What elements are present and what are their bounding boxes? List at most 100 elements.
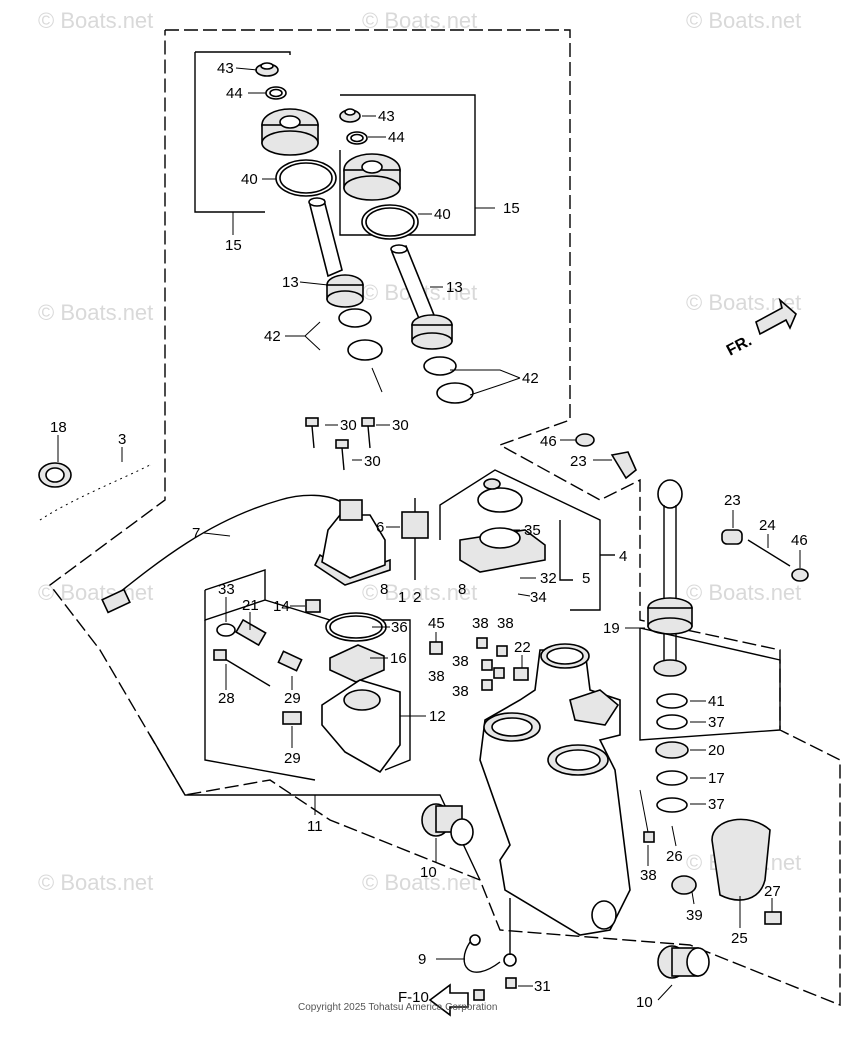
callout: 14 [273,598,290,615]
callout: 10 [636,994,653,1011]
group-box-19 [639,627,781,730]
callout: 38 [472,615,489,632]
callout: 18 [50,419,67,436]
callout-labels: 43 44 43 44 40 40 15 15 13 13 42 42 18 3… [50,60,808,1011]
callout: 38 [640,867,657,884]
callout: 38 [452,653,469,670]
gasket [329,644,385,683]
copyright: Copyright 2025 Tohatsu America Corporati… [298,1002,497,1013]
callout: 19 [603,620,620,637]
leader-lines [57,67,801,1001]
callout: 38 [452,683,469,700]
callout: 17 [708,770,725,787]
group-box-4 [439,469,601,611]
callout: 29 [284,690,301,707]
callout: 11 [307,818,323,835]
valve-parts [213,599,321,725]
callout: 34 [530,589,547,606]
brush-holder [459,478,546,573]
callout: 40 [434,206,451,223]
watermark: © Boats.net [38,580,153,605]
callout: 35 [524,522,541,539]
callout: 33 [218,581,235,598]
callout: 4 [619,548,627,565]
direction-label: FR. [724,332,755,359]
callout: 43 [217,60,234,77]
assembly-outline [49,29,841,1007]
callout: 46 [540,433,557,450]
callout: 21 [242,597,259,614]
callout: 16 [390,650,407,667]
callout: 36 [391,619,408,636]
callout: 39 [686,907,703,924]
tilt-rod [647,479,693,677]
motor-lead-wire [109,494,346,601]
callout: 46 [791,532,808,549]
callout: 1 [398,589,406,606]
watermark: © Boats.net [362,870,477,895]
callout: 24 [759,517,776,534]
callout: 43 [378,108,395,125]
plug [657,945,710,979]
reservoir-body [321,679,401,774]
callout: 45 [428,615,445,632]
ref-arrow [428,983,469,1017]
callout: 23 [570,453,587,470]
callout: 31 [534,978,551,995]
anode-cover [711,818,771,901]
bolt-30 [305,417,375,471]
watermark: © Boats.net [362,580,477,605]
group-box-15a [195,51,291,55]
piston-rod [309,198,343,278]
tilt-motor [313,499,391,586]
callout: 3 [118,431,126,448]
callout: 44 [388,129,405,146]
watermark-layer: © Boats.net © Boats.net © Boats.net © Bo… [38,8,801,895]
front-arrow [755,297,797,336]
callout: 15 [503,200,520,217]
ground-wire [463,941,501,973]
callout: 20 [708,742,725,759]
callout: 5 [582,570,590,587]
callout: 42 [522,370,539,387]
callout: 12 [429,708,446,725]
callout: 6 [376,519,384,536]
callout: 22 [514,639,531,656]
callout: 30 [364,453,381,470]
armature [401,498,429,580]
watermark: © Boats.net [38,8,153,33]
watermark: © Boats.net [686,580,801,605]
callout: 10 [420,864,437,881]
callout: 7 [192,525,200,542]
callout: 8 [458,581,466,598]
callout: 42 [264,328,281,345]
watermark: © Boats.net [686,8,801,33]
callout: 37 [708,796,725,813]
watermark: © Boats.net [38,870,153,895]
callout: 28 [218,690,235,707]
ref-label: F-10 [398,989,429,1006]
cylinder-body [479,643,631,936]
callout: 13 [282,274,299,291]
callout: 30 [340,417,357,434]
callout: 29 [284,750,301,767]
callout: 15 [225,237,242,254]
callout: 2 [413,589,421,606]
callout: 30 [392,417,409,434]
callout: 25 [731,930,748,947]
callout: 38 [497,615,514,632]
group-box-15b [339,94,476,236]
callout: 44 [226,85,243,102]
callout: 32 [540,570,557,587]
callout: 38 [428,668,445,685]
callout: 26 [666,848,683,865]
watermark: © Boats.net [38,300,153,325]
plug [421,803,474,846]
callout: 23 [724,492,741,509]
bushing [610,451,637,480]
callout: 13 [446,279,463,296]
callout: 8 [380,581,388,598]
callout: 40 [241,171,258,188]
callout: 27 [764,883,781,900]
